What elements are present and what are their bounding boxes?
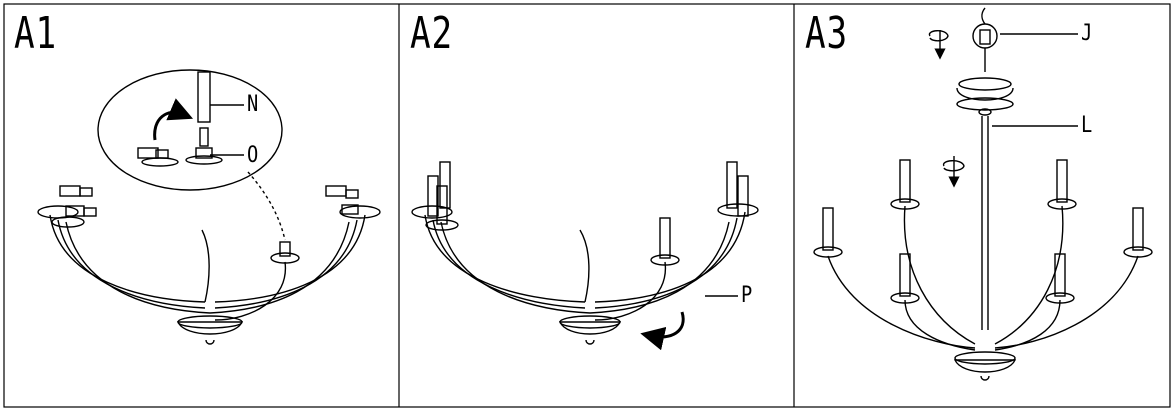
step-label-a1: A1 xyxy=(14,8,57,59)
step-label-a2: A2 xyxy=(410,8,453,59)
step-label-a3: A3 xyxy=(805,8,848,59)
panel-a3-drawing xyxy=(813,7,1153,381)
callout-p: P xyxy=(741,283,753,308)
callout-o: O xyxy=(247,143,259,168)
callout-l: L xyxy=(1081,113,1093,138)
panel-a2-drawing xyxy=(411,161,759,351)
callout-n: N xyxy=(247,92,259,117)
callout-j: J xyxy=(1081,21,1093,46)
panel-a1-drawing xyxy=(37,69,381,345)
diagram-border xyxy=(3,3,1171,408)
